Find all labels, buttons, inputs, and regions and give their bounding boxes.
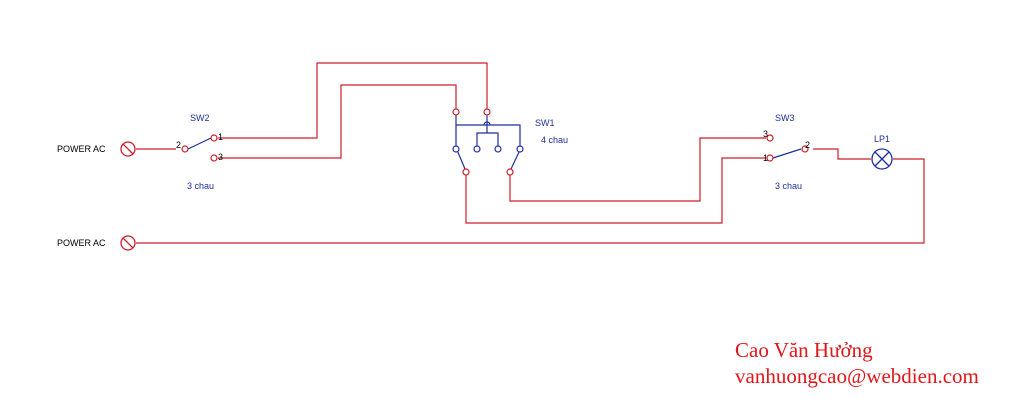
sw3-terminal-2: [801, 145, 809, 153]
sw1-desc: 4 chau: [541, 135, 568, 145]
sw1-contact-1: [452, 145, 460, 153]
sw1-terminal-bottom-left: [462, 168, 470, 176]
sw2-pin2-label: 2: [176, 140, 181, 150]
author-name: Cao Văn Hưởng: [735, 338, 873, 362]
sw1-contact-3: [494, 145, 502, 153]
sw1-name: SW1: [535, 118, 555, 128]
wires: [136, 62, 925, 244]
power-source-bottom-label: POWER AC: [57, 238, 106, 248]
sw2-terminal-1: [210, 134, 218, 142]
lamp-name: LP1: [874, 134, 890, 144]
sw2-pin1-label: 1: [218, 132, 223, 142]
sw2-pin3-label: 3: [218, 152, 223, 162]
sw3-terminal-3: [766, 134, 774, 142]
switch-sw1: SW1 4 chau: [452, 108, 568, 176]
sw3-blade: [772, 148, 802, 159]
sw1-crossover: [483, 121, 491, 126]
sw2-terminal-2: [181, 145, 189, 153]
sw3-terminal-1: [766, 154, 774, 162]
sw3-pin3-label: 3: [763, 129, 768, 139]
sw1-terminal-top-right: [483, 108, 491, 116]
sw3-pin2-label: 2: [805, 140, 810, 150]
sw2-name: SW2: [190, 113, 210, 123]
author-email: vanhuongcao@webdien.com: [735, 364, 979, 388]
power-source-top-label: POWER AC: [57, 144, 106, 154]
sw1-blade-left: [456, 149, 466, 170]
sw1-bus-left: [455, 115, 521, 147]
wire-sw2-pin3-to-sw1: [218, 84, 457, 159]
wire-sw2-pin1-to-sw1: [218, 62, 488, 139]
lamp-lp1: LP1: [871, 134, 893, 170]
switch-sw3: 3 1 2 SW3 3 chau: [763, 113, 810, 191]
sw1-bus-right: [476, 125, 499, 147]
wire-sw3-to-lamp: [813, 148, 871, 160]
sw3-name: SW3: [775, 113, 795, 123]
sw1-terminal-bottom-right: [506, 168, 514, 176]
wire-lamp-to-source-bottom: [136, 158, 925, 244]
sw1-terminal-top-left: [452, 108, 460, 116]
sw1-contact-2: [473, 145, 481, 153]
sw2-terminal-3: [210, 154, 218, 162]
sw1-contact-4: [516, 145, 524, 153]
sw2-desc: 3 chau: [187, 181, 214, 191]
sw1-blade-right: [510, 149, 521, 170]
wire-sw1-to-sw3-pin1: [465, 157, 766, 224]
power-source-top: POWER AC: [57, 141, 136, 157]
sw3-desc: 3 chau: [775, 181, 802, 191]
switch-sw2: 2 1 3 SW2 3 chau: [176, 113, 223, 191]
power-source-bottom: POWER AC: [57, 235, 136, 251]
sw3-pin1-label: 1: [763, 153, 768, 163]
wire-sw1-to-sw3-pin3: [509, 137, 766, 202]
sw2-blade: [187, 137, 212, 150]
